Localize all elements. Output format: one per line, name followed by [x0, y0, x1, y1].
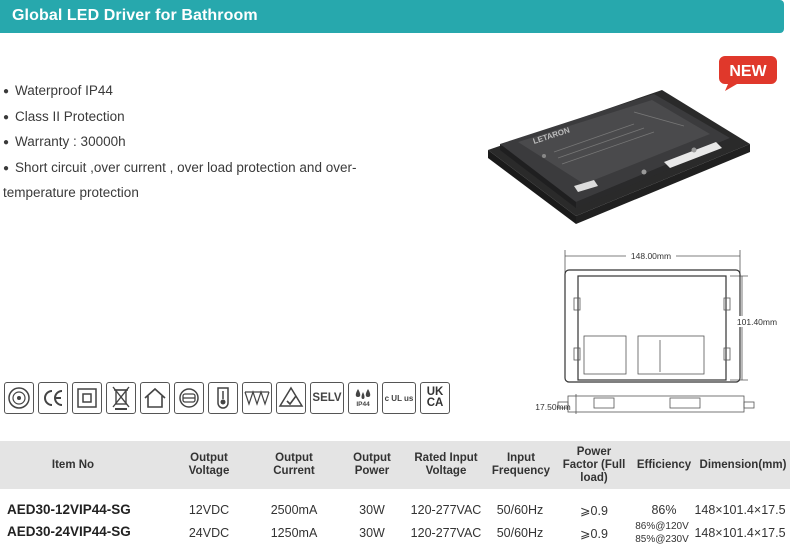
bullet-icon: ● [3, 86, 10, 97]
thermal-cutout-icon [208, 382, 238, 414]
width-dimension-label: 148.00mm [631, 251, 671, 261]
indoor-house-icon [140, 382, 170, 414]
sgs-logo-icon [4, 382, 34, 414]
ul-listed-mark: c UL us [382, 382, 416, 414]
col-rated-input-voltage: Rated Input Voltage [414, 452, 478, 477]
product-image: LETARON [488, 90, 750, 224]
ce-mark-icon [38, 382, 68, 414]
selv-mark: SELV [310, 382, 344, 414]
col-output-power: Output Power [353, 452, 391, 477]
water-drops-icon [355, 389, 371, 399]
ip44-mark: IP44 [348, 382, 378, 414]
independent-ballast-icon [174, 382, 204, 414]
depth-dimension-label: 17.50mm [535, 402, 570, 412]
new-badge-text: NEW [729, 63, 767, 80]
new-badge: NEW [719, 56, 777, 91]
dimension-drawing: 148.00mm 101.40mm 17.50mm [535, 250, 779, 414]
mm-mark-icon [242, 382, 272, 414]
col-item-no: Item No [51, 458, 95, 471]
col-dimension: Dimension(mm) [699, 458, 787, 471]
bullet-icon: ● [3, 111, 10, 123]
col-input-frequency: Input Frequency [491, 452, 551, 477]
feature-item: ●Warranty : 30000h [3, 134, 126, 149]
weee-bin-icon [106, 382, 136, 414]
feature-item: ●Waterproof IP44 [3, 83, 113, 98]
bullet-icon: ● [3, 137, 10, 148]
col-power-factor: Power Factor (Full load) [562, 445, 626, 484]
feature-item: ●Class II Protection [3, 108, 125, 124]
item-number: AED30-24VIP44-SG [7, 524, 131, 539]
class-ii-icon [72, 382, 102, 414]
col-efficiency: Efficiency [636, 458, 692, 471]
col-output-current: Output Current [273, 452, 315, 477]
table-header: Item No Output Voltage Output Current Ou… [0, 441, 790, 489]
height-dimension-label: 101.40mm [737, 317, 777, 327]
item-number: AED30-12VIP44-SG [7, 502, 131, 517]
header-bar: Global LED Driver for Bathroom [0, 0, 784, 33]
rcm-mark-icon [276, 382, 306, 414]
feature-item: ●Short circuit ,over current , over load… [3, 159, 357, 201]
bullet-icon: ● [3, 162, 10, 174]
page-title: Global LED Driver for Bathroom [12, 7, 258, 24]
feature-list: ●Waterproof IP44 ●Class II Protection ●W… [3, 79, 383, 205]
col-output-voltage: Output Voltage [188, 452, 230, 477]
